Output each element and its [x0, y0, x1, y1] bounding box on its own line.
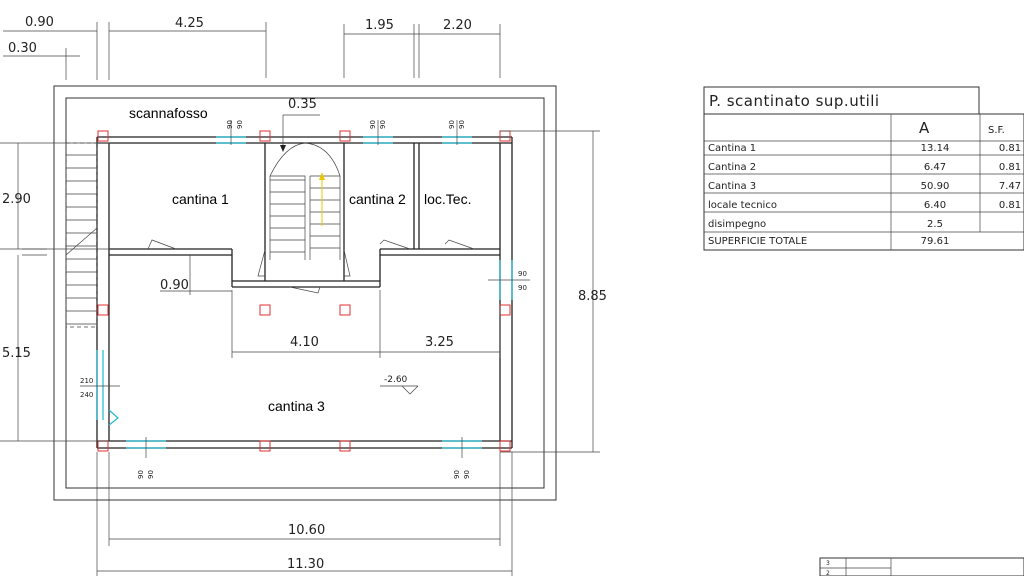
table-cell-name: Cantina 2 — [708, 162, 756, 173]
structural-columns — [97, 130, 511, 452]
exterior-stair — [65, 142, 98, 328]
table-cell-sf: 0.81 — [999, 162, 1021, 173]
table-cell-a: 6.47 — [924, 162, 946, 173]
table-cell-a: 2.5 — [927, 219, 943, 230]
table-cell-name: locale tecnico — [708, 200, 777, 211]
window-mark: 90 — [137, 470, 145, 479]
windows — [80, 120, 530, 458]
window-mark: 90 — [518, 270, 527, 278]
window-mark: 90 — [369, 120, 377, 129]
window-marks: 90 90 90 90 90 90 90 90 90 90 90 90 210 … — [80, 120, 527, 479]
table-cell-a: 13.14 — [921, 143, 950, 154]
window-mark: 90 — [226, 120, 234, 129]
bottom-dimensions: 10.60 11.30 — [96, 452, 513, 576]
column — [259, 440, 271, 452]
column — [339, 304, 351, 316]
dim-bottom-11-30: 11.30 — [287, 557, 324, 572]
title-block-row: 2 — [826, 570, 830, 576]
window-mark: 90 — [448, 120, 456, 129]
level-marker-icon — [380, 385, 419, 395]
table-cell-name: Cantina 3 — [708, 181, 756, 192]
area-table: P. scantinato sup.utili A S.F. Cantina 1… — [703, 86, 1024, 251]
door-mark: 240 — [80, 391, 93, 399]
table-cell-a: 50.90 — [921, 181, 950, 192]
window-mark: 90 — [147, 470, 155, 479]
window-mark: 90 — [379, 120, 387, 129]
column — [499, 304, 511, 316]
column — [97, 304, 109, 316]
label-cantina-1: cantina 1 — [172, 191, 229, 207]
window-mark: 90 — [463, 470, 471, 479]
table-cell-name: Cantina 1 — [708, 143, 756, 154]
column — [339, 130, 351, 142]
table-cell-sf: 7.47 — [999, 181, 1021, 192]
column — [499, 440, 511, 452]
table-header-sf: S.F. — [988, 125, 1005, 136]
dim-left-2-90: 2.90 — [2, 192, 31, 207]
column — [339, 440, 351, 452]
window-mark: 90 — [458, 120, 466, 129]
table-cell-sf: 0.81 — [999, 200, 1021, 211]
table-cell-name: disimpegno — [708, 219, 766, 230]
column — [499, 130, 511, 142]
title-block: 3 2 — [819, 557, 1024, 576]
dim-top-2-20: 2.20 — [443, 18, 472, 33]
staircase — [269, 114, 341, 260]
dim-inner-3-25: 3.25 — [425, 335, 454, 350]
dim-top-0-90: 0.90 — [25, 15, 54, 30]
dim-top-0-35: 0.35 — [288, 97, 317, 112]
table-cell-a: 79.61 — [921, 236, 950, 247]
side-dimensions: 2.90 5.15 8.85 — [0, 130, 607, 453]
table-title: P. scantinato sup.utili — [709, 92, 880, 110]
column — [259, 304, 271, 316]
label-loc-tec: loc.Tec. — [424, 191, 471, 207]
window-mark: 90 — [453, 470, 461, 479]
dim-left-5-15: 5.15 — [2, 346, 31, 361]
table-cell-name: SUPERFICIE TOTALE — [708, 236, 807, 247]
column — [97, 130, 109, 142]
dim-right-8-85: 8.85 — [578, 289, 607, 304]
window-mark: 90 — [236, 120, 244, 129]
label-cantina-2: cantina 2 — [349, 191, 406, 207]
dim-top-1-95: 1.95 — [365, 18, 394, 33]
doors — [147, 239, 475, 294]
window-mark: 90 — [518, 284, 527, 292]
dim-top-0-30: 0.30 — [8, 41, 37, 56]
door-mark: 210 — [80, 377, 93, 385]
inner-dimensions: 0.90 4.10 3.25 0.35 — [160, 97, 501, 358]
table-header-a: A — [919, 119, 930, 137]
title-block-row: 3 — [826, 560, 830, 567]
table-cell-sf: 0.81 — [999, 143, 1021, 154]
table-cell-a: 6.40 — [924, 200, 946, 211]
room-labels: scannafosso cantina 1 cantina 2 loc.Tec.… — [129, 105, 471, 414]
building-outline — [53, 85, 557, 501]
column — [97, 440, 109, 452]
dim-top-4-25: 4.25 — [175, 16, 204, 31]
top-dimensions: 0.90 0.30 4.25 1.95 2.20 — [3, 15, 501, 80]
floor-level: -2.60 — [384, 375, 408, 385]
dim-inner-0-90: 0.90 — [160, 278, 189, 293]
dim-bottom-10-60: 10.60 — [288, 523, 325, 538]
column — [259, 130, 271, 142]
dim-inner-4-10: 4.10 — [290, 335, 319, 350]
label-scannafosso: scannafosso — [129, 105, 208, 121]
label-cantina-3: cantina 3 — [268, 398, 325, 414]
